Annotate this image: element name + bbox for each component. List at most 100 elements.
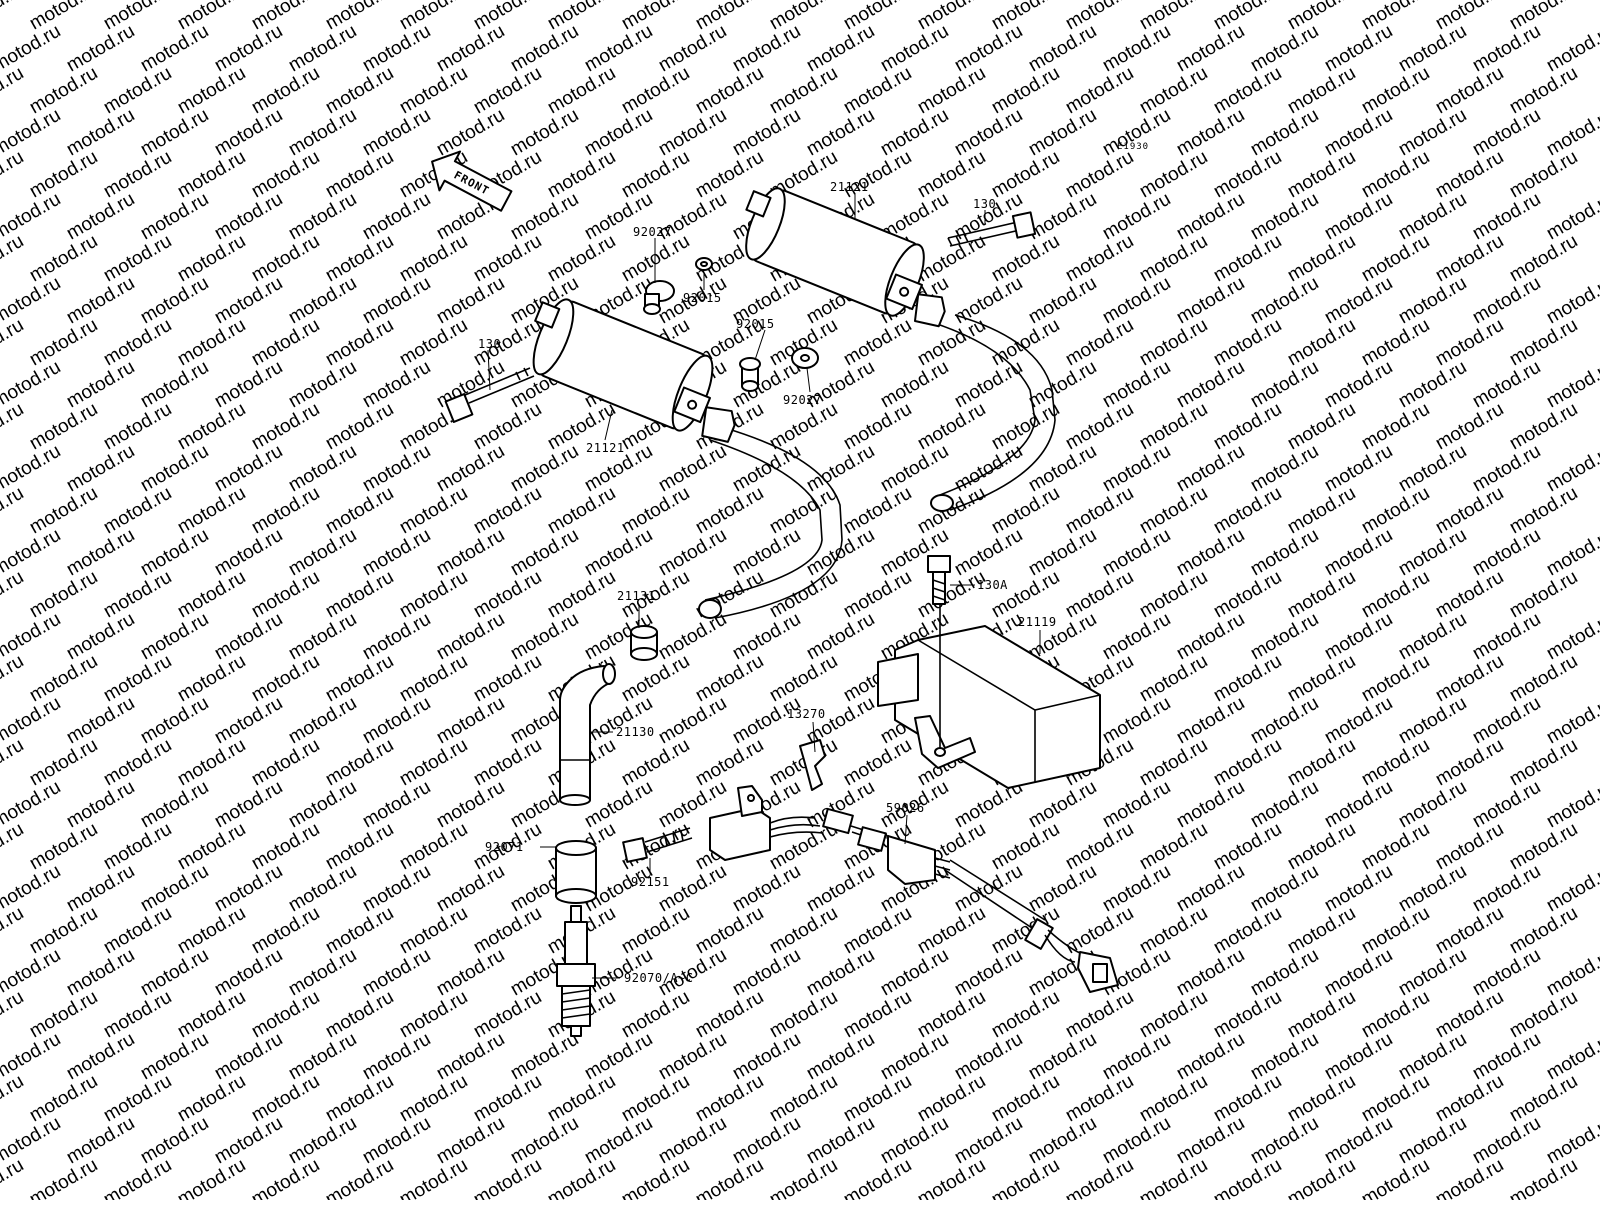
watermark-text: motod.ru (1210, 399, 1285, 455)
watermark-text: motod.ru (137, 273, 212, 329)
watermark-text: motod.ru (729, 105, 804, 161)
watermark-text: motod.ru (1395, 693, 1470, 749)
watermark-text: motod.ru (174, 231, 249, 287)
watermark-text: motod.ru (1247, 357, 1322, 413)
watermark-text: motod.ru (1432, 63, 1507, 119)
watermark-text: motod.ru (729, 1029, 804, 1085)
watermark-text: motod.ru (1284, 1071, 1359, 1127)
watermark-text: motod.ru (1321, 525, 1396, 581)
watermark-text: motod.ru (63, 609, 138, 665)
watermark-text: motod.ru (988, 987, 1063, 1043)
watermark-text: motod.ru (1173, 273, 1248, 329)
watermark-text: motod.ru (1395, 357, 1470, 413)
watermark-text: motod.ru (1506, 903, 1581, 959)
watermark-text: motod.ru (26, 903, 101, 959)
watermark-text: motod.ru (322, 1071, 397, 1127)
watermark-text: motod.ru (507, 525, 582, 581)
watermark-text: motod.ru (322, 987, 397, 1043)
watermark-text: motod.ru (63, 357, 138, 413)
watermark-text: motod.ru (396, 231, 471, 287)
watermark-text: motod.ru (100, 1071, 175, 1127)
watermark-text: motod.ru (211, 1029, 286, 1085)
watermark-text: motod.ru (1284, 819, 1359, 875)
watermark-text: motod.ru (1469, 273, 1544, 329)
watermark-text: motod.ru (988, 567, 1063, 623)
watermark-text: motod.ru (285, 273, 360, 329)
watermark-text: motod.ru (692, 987, 767, 1043)
watermark-text: motod.ru (1506, 315, 1581, 371)
watermark-text: motod.ru (951, 273, 1026, 329)
watermark-text: motod.ru (581, 1113, 656, 1169)
watermark-text: motod.ru (396, 315, 471, 371)
watermark-text: motod.ru (100, 399, 175, 455)
watermark-text: motod.ru (1395, 441, 1470, 497)
watermark-text: motod.ru (1469, 861, 1544, 917)
watermark-text: motod.ru (470, 987, 545, 1043)
watermark-text: motod.ru (914, 567, 989, 623)
watermark-text: motod.ru (1469, 1113, 1544, 1169)
watermark-text: motod.ru (655, 105, 730, 161)
watermark-text: motod.ru (655, 1029, 730, 1085)
watermark-text: motod.ru (1321, 21, 1396, 77)
part-labels: 21121 130 92027 92015 92015 92027 130 21… (478, 180, 1056, 985)
watermark-text: motod.ru (1136, 1155, 1211, 1200)
watermark-text: motod.ru (914, 63, 989, 119)
watermark-text: motod.ru (988, 315, 1063, 371)
watermark-text: motod.ru (0, 819, 27, 875)
watermark-text: motod.ru (581, 1029, 656, 1085)
watermark-text: motod.ru (1062, 819, 1137, 875)
watermark-text: motod.ru (1173, 525, 1248, 581)
watermark-text: motod.ru (1173, 21, 1248, 77)
watermark-text: motod.ru (951, 1113, 1026, 1169)
watermark-text: motod.ru (1469, 609, 1544, 665)
watermark-text: motod.ru (248, 651, 323, 707)
ignition-coil-front (532, 298, 843, 619)
label-bushing-upper: 92015 (683, 291, 722, 305)
watermark-text: motod.ru (137, 777, 212, 833)
watermark-text: motod.ru (1395, 861, 1470, 917)
watermark-text: motod.ru (1284, 651, 1359, 707)
watermark-text: motod.ru (1432, 651, 1507, 707)
watermark-text: motod.ru (1432, 1071, 1507, 1127)
watermark-text: motod.ru (544, 483, 619, 539)
watermark-text: motod.ru (433, 105, 508, 161)
watermark-text: motod.ru (507, 609, 582, 665)
watermark-text: motod.ru (1284, 987, 1359, 1043)
watermark-text: motod.ru (507, 1029, 582, 1085)
watermark-text: motod.ru (174, 735, 249, 791)
watermark-text: motod.ru (1210, 315, 1285, 371)
watermark-text: motod.ru (618, 651, 693, 707)
watermark-text: motod.ru (1062, 567, 1137, 623)
watermark-text: motod.ru (359, 357, 434, 413)
watermark-text: motod.ru (1321, 1113, 1396, 1169)
watermark-text: motod.ru (0, 987, 27, 1043)
watermark-text: motod.ru (1136, 63, 1211, 119)
watermark-text: motod.ru (396, 987, 471, 1043)
label-pickup-plate: 13270 (787, 707, 826, 721)
watermark-text: motod.ru (840, 1155, 915, 1200)
watermark-text: motod.ru (1432, 903, 1507, 959)
watermark-text: motod.ru (1099, 777, 1174, 833)
watermark-text: motod.ru (248, 63, 323, 119)
watermark-text: motod.ru (1321, 609, 1396, 665)
watermark-text: motod.ru (618, 735, 693, 791)
watermark-text: motod.ru (1025, 357, 1100, 413)
watermark-text: motod.ru (766, 63, 841, 119)
watermark-text: motod.ru (914, 987, 989, 1043)
watermark-text: motod.ru (1432, 567, 1507, 623)
watermark-text: motod.ru (507, 105, 582, 161)
watermark-text: motod.ru (507, 21, 582, 77)
watermark-text: motod.ru (1062, 399, 1137, 455)
watermark-text: motod.ru (692, 903, 767, 959)
watermark-text: motod.ru (137, 1029, 212, 1085)
watermark-text: motod.ru (766, 987, 841, 1043)
watermark-text: motod.ru (766, 483, 841, 539)
watermark-text: motod.ru (0, 1155, 27, 1200)
watermark-text: motod.ru (137, 525, 212, 581)
watermark-text: motod.ru (174, 1071, 249, 1127)
watermark-text: motod.ru (433, 693, 508, 749)
watermark-text: motod.ru (1136, 903, 1211, 959)
watermark-text: motod.ru (1469, 945, 1544, 1001)
